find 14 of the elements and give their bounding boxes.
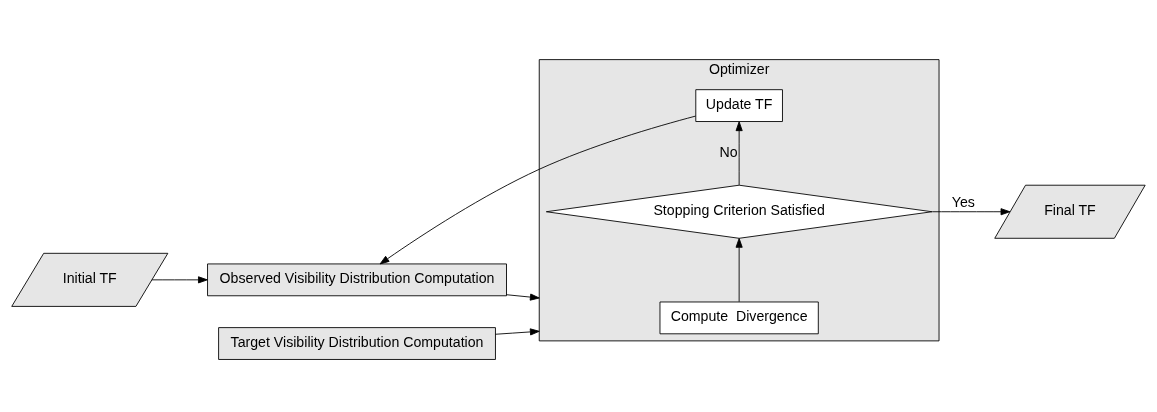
node-box: Observed Visibility Distribution Computation xyxy=(207,263,507,297)
node-box: Compute Divergence xyxy=(659,301,819,335)
arrow xyxy=(495,328,540,336)
edge-label: Yes xyxy=(951,194,975,211)
arrow xyxy=(506,293,540,301)
node-box: Update TF xyxy=(695,89,783,122)
arrow xyxy=(931,208,1011,216)
arrow xyxy=(735,121,743,186)
arrow xyxy=(735,238,743,303)
edge-label: No xyxy=(719,143,738,160)
arrow xyxy=(151,276,208,284)
node-box: Target Visibility Distribution Computation xyxy=(218,327,496,360)
arrow xyxy=(379,115,697,265)
node-diamond: Stopping Criterion Satisfied xyxy=(545,184,933,239)
